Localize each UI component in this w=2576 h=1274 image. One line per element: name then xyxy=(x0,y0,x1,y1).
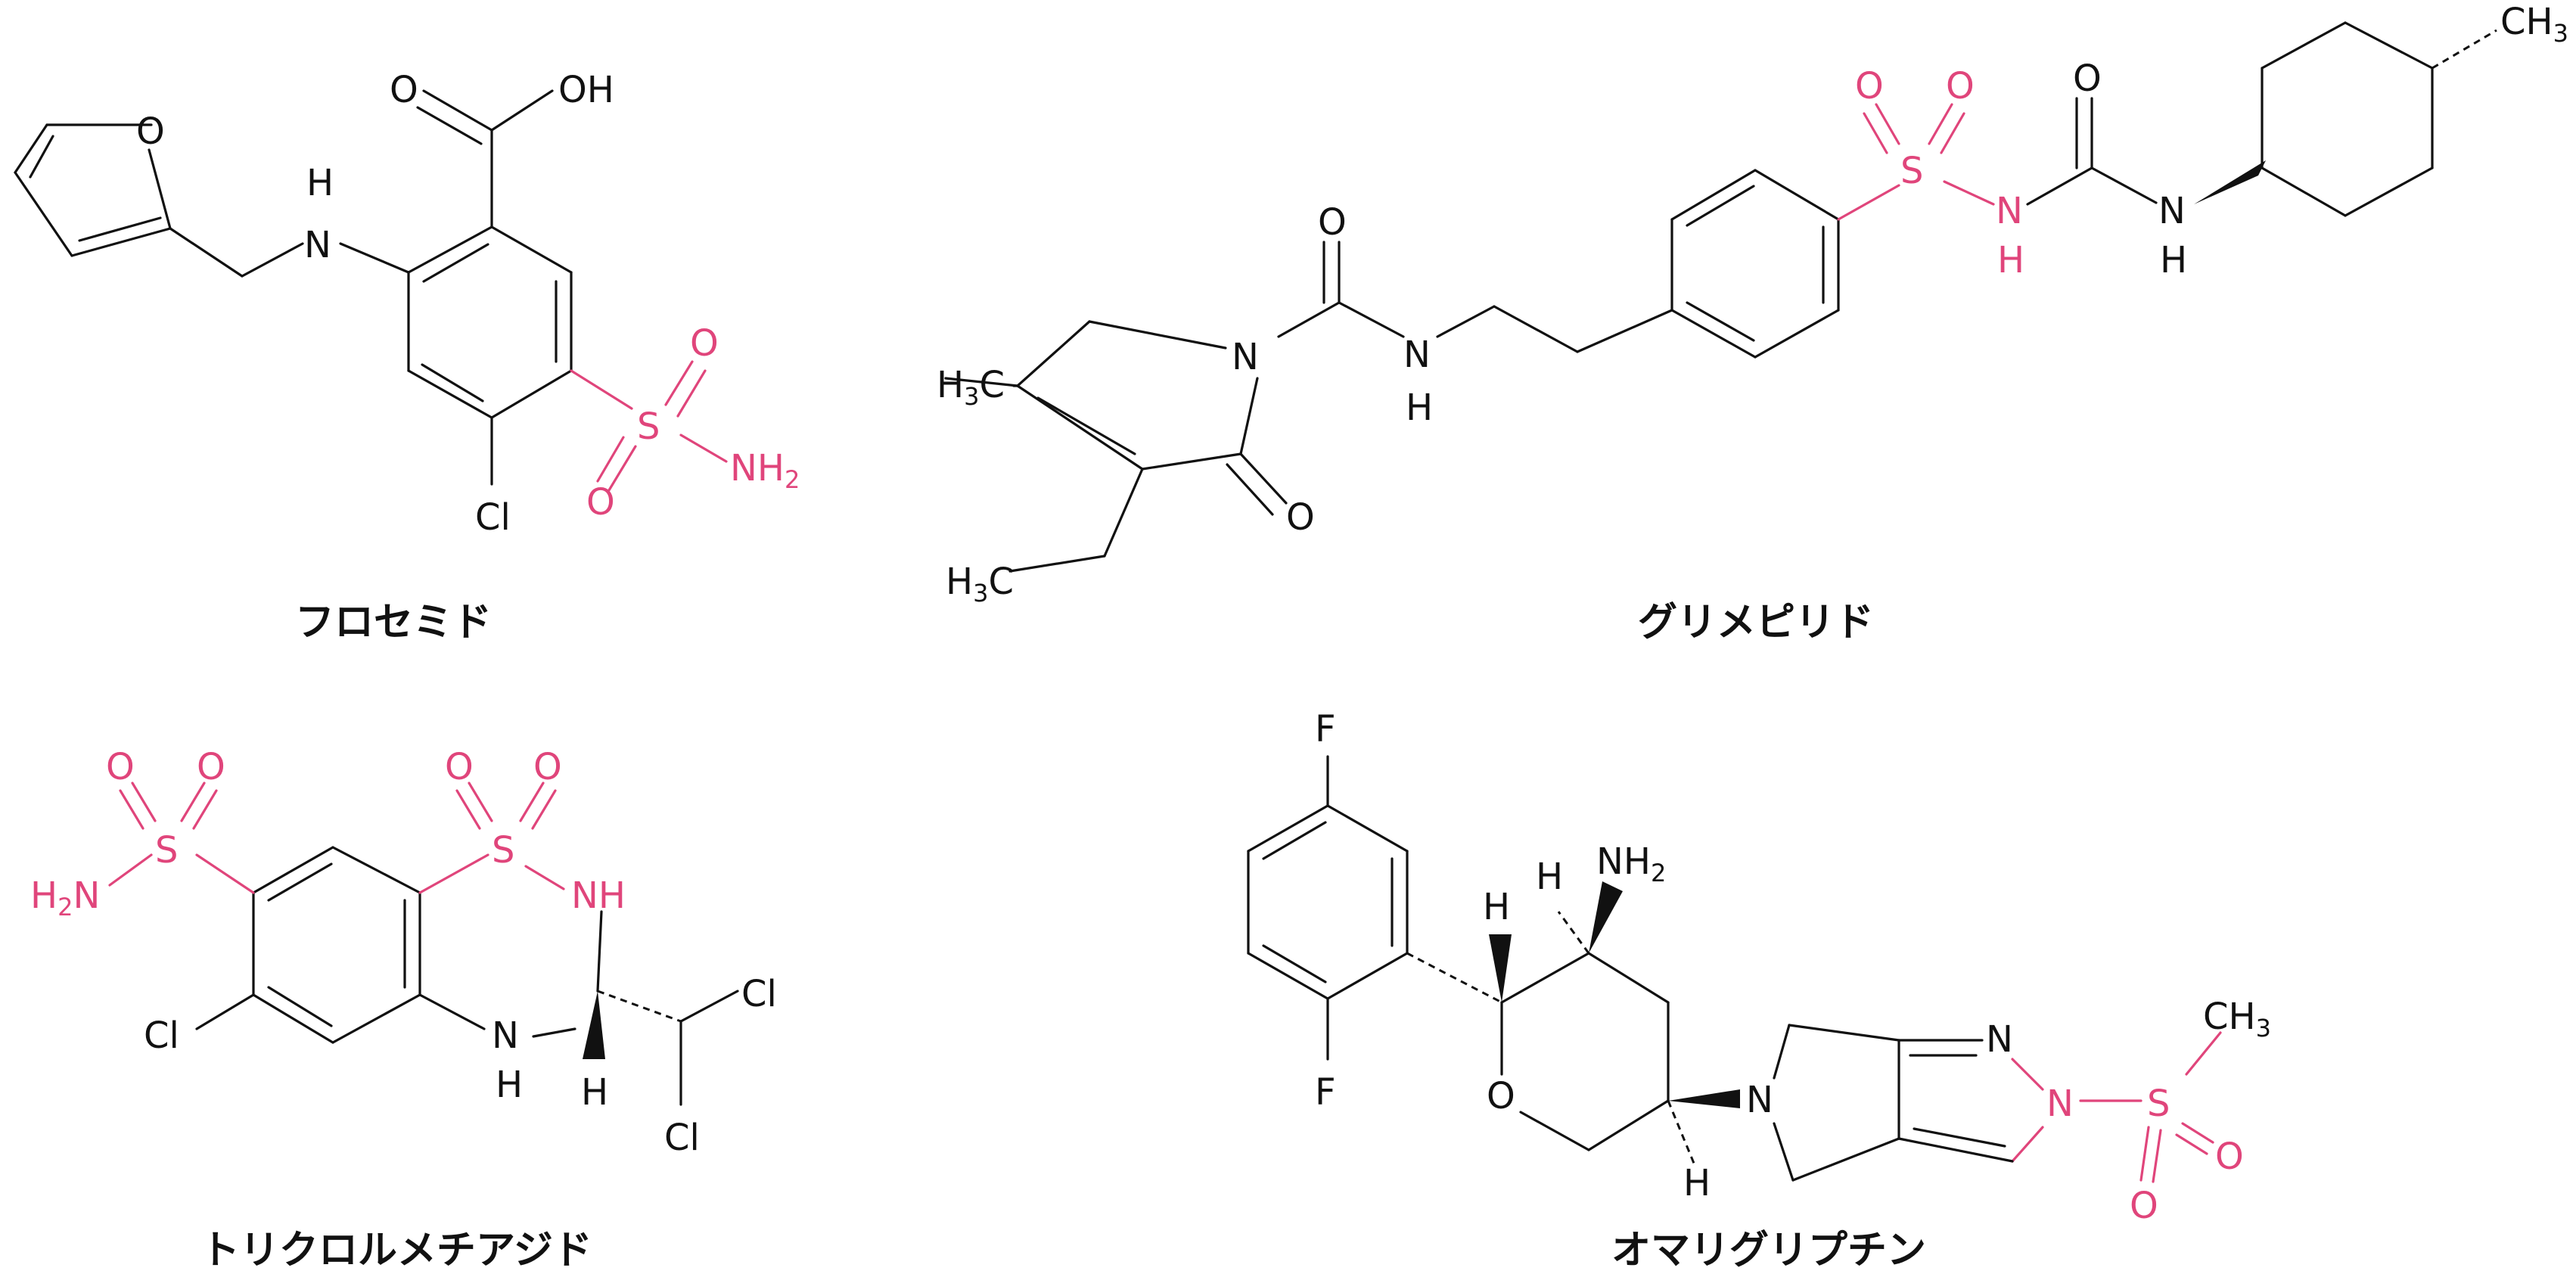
atom-o-urea: O xyxy=(2073,57,2102,100)
atom-o1: O xyxy=(690,322,719,365)
caption-furosemide: フロセミド xyxy=(295,600,492,645)
atom-f1: F xyxy=(1315,708,1336,750)
atom-h2: H xyxy=(1536,856,1563,898)
atom-n-pyrrolidine: N xyxy=(1746,1079,1773,1121)
caption-omarigliptin: オマリグリプチン xyxy=(1611,1228,1926,1273)
atom-h4: H xyxy=(496,1064,523,1106)
atom-cl1: Cl xyxy=(741,973,777,1015)
atom-o-furan: O xyxy=(136,110,165,153)
atom-nh2: NH2 xyxy=(730,447,800,494)
atom-s1: S xyxy=(155,829,178,872)
atom-h-stereo: H xyxy=(581,1071,608,1114)
atom-h3: H xyxy=(1683,1162,1711,1204)
atom-h3c-top: H3C xyxy=(937,364,1005,411)
atom-h: H xyxy=(306,162,334,204)
atom-o1: O xyxy=(106,746,135,788)
atom-s: S xyxy=(2147,1083,2170,1125)
atom-o2: O xyxy=(197,746,225,788)
atom-n-urea: N xyxy=(2158,190,2186,232)
molecule-trichlormethiazide: O O S H2N O O S NH Cl N H H Cl Cl トリクロルメ… xyxy=(30,746,777,1273)
atom-oh: OH xyxy=(558,69,614,111)
molecule-furosemide: O O OH N H Cl S O O NH2 フロセミド xyxy=(14,69,800,645)
caption-glimepiride: グリメピリド xyxy=(1638,600,1874,645)
atom-n-sulf: N xyxy=(1996,190,2023,232)
atom-o2: O xyxy=(1946,65,1975,107)
atom-n-pyrazole-1: N xyxy=(1986,1018,2013,1061)
atom-n-pyrazole-2: N xyxy=(2046,1083,2074,1125)
atom-h1: H xyxy=(1483,886,1510,928)
atom-o-amide: O xyxy=(1318,201,1347,244)
atom-o1: O xyxy=(2215,1136,2244,1178)
atom-cl2: Cl xyxy=(664,1117,700,1159)
atom-h-urea: H xyxy=(2160,239,2187,281)
atom-h-sulf: H xyxy=(1997,239,2024,281)
atom-h-amide: H xyxy=(1406,387,1433,429)
atom-o2: O xyxy=(586,481,615,524)
atom-o3: O xyxy=(445,746,474,788)
molecule-omarigliptin: F F H H NH2 O N H N N S O O CH3 オマリグリプチン xyxy=(1247,708,2271,1273)
atom-o-lactam: O xyxy=(1286,496,1315,539)
atom-n-amide: N xyxy=(1403,334,1431,376)
atom-s: S xyxy=(637,406,660,448)
atom-n: N xyxy=(304,224,331,266)
atom-ch3: CH3 xyxy=(2203,996,2271,1043)
atom-h2n: H2N xyxy=(30,875,100,921)
atom-cl: Cl xyxy=(475,496,511,539)
caption-trichlormethiazide: トリクロルメチアジド xyxy=(200,1228,592,1273)
molecule-glimepiride: H3C H3C N O O N H S O O N H O N H CH3 グリ… xyxy=(937,1,2568,645)
atom-ch3-cyclohexyl: CH3 xyxy=(2500,1,2568,48)
atom-s2: S xyxy=(492,829,514,872)
atom-f2: F xyxy=(1315,1071,1336,1114)
atom-o2: O xyxy=(2130,1185,2158,1227)
atom-o1: O xyxy=(1855,65,1884,107)
atom-n4: N xyxy=(492,1015,519,1057)
atom-n-ring: N xyxy=(1232,336,1259,378)
atom-o-ring: O xyxy=(1487,1075,1515,1117)
atom-cl-ring: Cl xyxy=(144,1015,179,1057)
atom-s: S xyxy=(1900,150,1923,192)
atom-h3c-ethyl: H3C xyxy=(946,561,1014,607)
atom-o-carbonyl: O xyxy=(390,69,418,111)
atom-nh2: NH2 xyxy=(1596,841,1666,887)
atom-nh: NH xyxy=(571,875,626,917)
atom-o4: O xyxy=(533,746,562,788)
